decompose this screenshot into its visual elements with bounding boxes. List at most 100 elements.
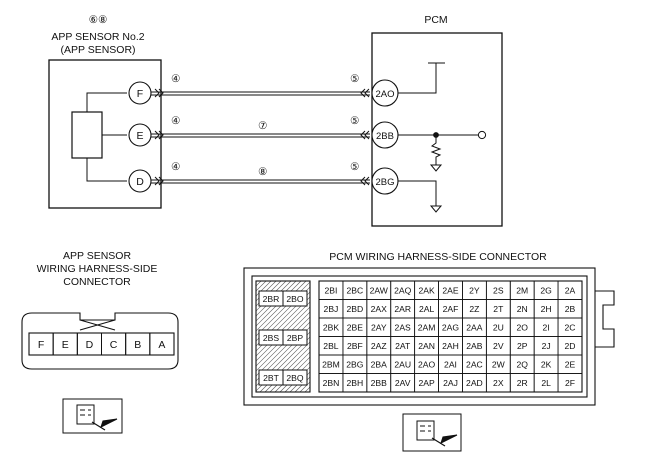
pcm-pin-label: 2BJ (324, 304, 339, 314)
pcm-pin: 2E (557, 354, 583, 374)
pcm-pin: 2H (533, 299, 559, 319)
pcm-pin-label: 2L (541, 378, 551, 388)
pcm-pin-label: 2M (516, 285, 528, 295)
pcm-pin: 2I (533, 317, 559, 337)
pcm-pin: 2BO (282, 290, 308, 307)
pcm-pin-label: 2O (516, 322, 528, 332)
pcm-pin-label: 2B (565, 304, 576, 314)
pcm-connector-view-icon (402, 413, 462, 452)
pcm-pin-label: 2AX (371, 304, 388, 314)
pcm-pin-label: 2AL (419, 304, 435, 314)
pcm-pin: 2C (557, 317, 583, 337)
pcm-pin-label: 2BA (371, 359, 388, 369)
pcm-pin-label: 2BQ (286, 373, 304, 383)
pcm-pin-label: 2U (493, 322, 504, 332)
pcm-pin: 2U (485, 317, 511, 337)
svg-text:2BG: 2BG (375, 177, 394, 188)
pcm-pin-label: 2BI (325, 285, 338, 295)
pcm-pin: 2BG (342, 354, 368, 374)
pcm-pin-label: 2AV (395, 378, 411, 388)
pcm-pin-label: 2E (565, 359, 576, 369)
sensor-pin-label: A (158, 339, 165, 351)
pcm-title: PCM (424, 14, 447, 26)
pcm-pin-label: 2BF (347, 341, 363, 351)
sensor-connector-view-icon (62, 398, 123, 434)
pcm-pin: 2AO (414, 354, 439, 374)
pcm-pin: 2AU (390, 354, 416, 374)
pcm-pin-label: 2AI (444, 359, 457, 369)
pcm-pin-label: 2AK (418, 285, 435, 295)
pcm-pin-label: 2P (517, 341, 528, 351)
pcm-pin: 2AK (414, 280, 439, 300)
svg-text:2AO: 2AO (375, 89, 394, 100)
pcm-pin: 2W (485, 354, 511, 374)
pcm-pin-label: 2BL (323, 341, 339, 351)
wire-mark-right-1: ⑤ (350, 73, 360, 85)
pcm-pin: 2M (509, 280, 535, 300)
pcm-pin: 2AV (390, 373, 416, 393)
pcm-pin: 2X (485, 373, 511, 393)
pcm-pin-label: 2N (517, 304, 528, 314)
pcm-pin: 2A (557, 280, 583, 300)
pcm-pin: 2BK (318, 317, 344, 337)
pcm-pin-label: 2S (493, 285, 504, 295)
pcm-pin-label: 2I (543, 322, 550, 332)
pcm-terminal-2bg: 2BG (371, 167, 399, 195)
pcm-pin: 2BF (342, 336, 368, 356)
pcm-pin: 2AX (366, 299, 392, 319)
pcm-pin-label: 2Q (516, 359, 528, 369)
sensor-internal-wiring (86, 92, 127, 182)
pcm-pin-label: 2AO (418, 359, 436, 369)
sensor-connector-title-3: CONNECTOR (63, 276, 131, 288)
pcm-pin-label: 2BM (322, 359, 340, 369)
pcm-pin: 2BP (282, 329, 308, 346)
pcm-pin: 2BN (318, 373, 344, 393)
connector-chevrons (154, 88, 370, 186)
pcm-pin-label: 2BD (347, 304, 364, 314)
pcm-pin: 2AM (414, 317, 439, 337)
pcm-pin-label: 2V (493, 341, 504, 351)
pcm-pin-label: 2G (540, 285, 552, 295)
pcm-pin: 2Z (462, 299, 487, 319)
pcm-pin-label: 2AU (394, 359, 411, 369)
pcm-pin: 2AC (462, 354, 487, 374)
pcm-pin-label: 2A (565, 285, 576, 295)
pcm-connector-title: PCM WIRING HARNESS-SIDE CONNECTOR (329, 251, 547, 263)
sensor-pin-label: C (110, 339, 118, 351)
pcm-pin-label: 2K (541, 359, 552, 369)
sensor-refs: ⑥⑧ (89, 14, 108, 26)
pcm-pin-label: 2AB (466, 341, 483, 351)
sensor-pin-label: F (38, 339, 44, 351)
pcm-pin: 2AH (438, 336, 463, 356)
pcm-pin-label: 2AS (395, 322, 412, 332)
pcm-pin: 2K (533, 354, 559, 374)
sensor-title-line-2: (APP SENSOR) (60, 44, 135, 56)
pcm-pin: 2N (509, 299, 535, 319)
pcm-pin: 2AF (438, 299, 463, 319)
svg-text:F: F (137, 88, 143, 100)
pcm-pin: 2BM (318, 354, 344, 374)
pcm-pin: 2AY (366, 317, 392, 337)
pcm-pin-label: 2AG (442, 322, 460, 332)
pcm-pin-label: 2BC (347, 285, 364, 295)
pcm-pin-label: 2AY (371, 322, 387, 332)
pcm-pin: 2AE (438, 280, 463, 300)
wire-mark-mid-2: ⑧ (258, 166, 268, 178)
pcm-pin-label: 2AC (466, 359, 483, 369)
pcm-pin: 2F (557, 373, 583, 393)
pcm-pin: 2AI (438, 354, 463, 374)
pcm-pin-label: 2BB (371, 378, 388, 388)
pcm-pin: 2AZ (366, 336, 392, 356)
pcm-pin: 2AW (366, 280, 392, 300)
pcm-pin-label: 2R (517, 378, 528, 388)
pcm-pin: 2P (509, 336, 535, 356)
sensor-pin-label: B (134, 339, 141, 351)
pcm-pin-label: 2BR (263, 294, 280, 304)
pcm-pin-label: 2X (493, 378, 504, 388)
sensor-connector-title-2: WIRING HARNESS-SIDE (37, 263, 158, 275)
pcm-pin: 2Y (462, 280, 487, 300)
pcm-pin-label: 2AF (443, 304, 459, 314)
pcm-pin: 2BA (366, 354, 392, 374)
pcm-pin-label: 2BO (286, 294, 304, 304)
